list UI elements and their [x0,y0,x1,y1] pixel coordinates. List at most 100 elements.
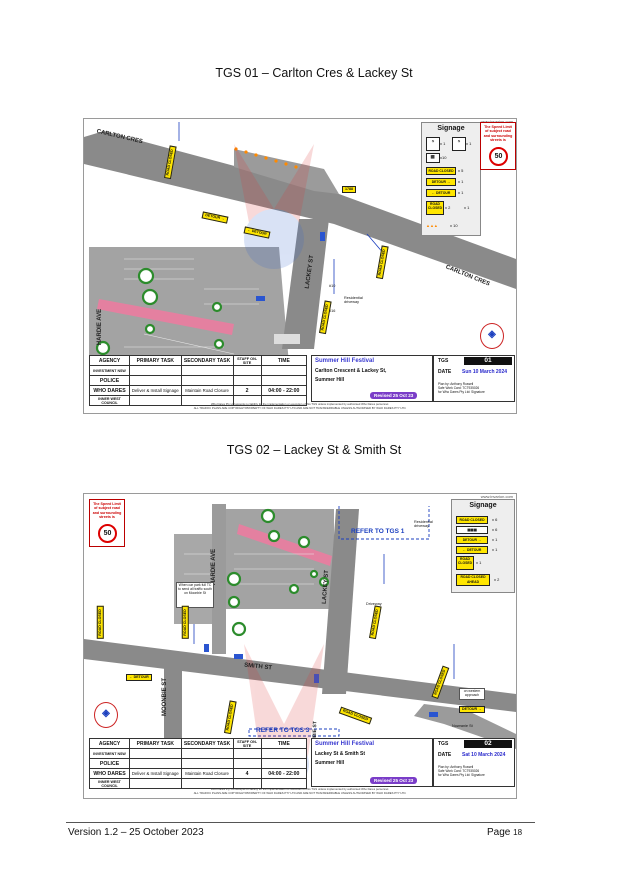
tgs1-speed-text: The Speed Limit of subject road and surr… [483,125,513,142]
footer-divider [66,822,535,823]
tgs2-r2c0: WHO DARES [88,768,131,779]
tgs1-source: www.invarion.com [481,119,513,124]
tgs2-planner-1: Safe Work Card: TCT935026 [438,769,480,773]
tgs1-planner-0: Plan by: Anthony Russell [438,382,474,386]
tgs2-r0c4 [260,748,308,759]
tgs1-r0c1 [129,365,182,376]
tgs2-legend-title: Signage [469,502,497,509]
table-row: INVESTMENT NSW [88,365,308,376]
tgs2-r1c4 [260,758,308,769]
tgs2-blue-arrows [193,554,455,679]
tgs2-r2c2: Maintain Road Closure [180,768,234,779]
cone-icon: ▲▲▲ [426,223,438,228]
tgs2-tgs-number: 02 [464,740,512,748]
no-left-turn-icon: ⦸ [452,137,466,151]
tgs2-legend-qty-1: x 6 [492,527,498,532]
tgs1-vehicles [256,232,325,301]
tgs2-moonbie-road [164,654,182,739]
table-row: POLICE [88,375,308,386]
table-row: POLICE [88,758,308,769]
tgs2-r2c3: 4 [232,768,262,779]
tgs1-th-4: TIME [260,355,308,366]
tgs1-legend-sign-2: ← DETOUR [426,189,456,197]
tgs2-r3c4 [260,778,308,789]
tgs2-note-carpark: When car park full TC to send all traffi… [176,582,214,608]
tgs1-speed-limit: The Speed Limit of subject road and surr… [480,122,516,170]
tgs1-planner-2: for Who Dares Pty Ltd: Signature [438,390,485,394]
tgs2-r3c1 [129,778,182,789]
tgs2-disclaimer-1: ALL TRAFFIC PLANS ARE COPYRIGHT/PROPERTY… [193,790,407,795]
tgs1-house10: #10 [329,284,336,288]
tgs1-legend-extra-4: x 10 [450,223,458,228]
tgs1-cones [234,147,298,169]
tgs2-table: AGENCY PRIMARY TASK SECONDARY TASK STAFF… [88,738,308,789]
tgs1-legend-extra-1: x 1 [466,141,472,146]
tgs1-r0c3 [232,365,262,376]
tgs1-legend-title: Signage [437,125,465,132]
tgs2-r1c1 [129,758,182,769]
who-dares-logo-icon: ◈ [94,702,118,728]
tgs1-legend-qty-2: x 1 [458,190,464,195]
footer-page-number: 18 [513,828,523,837]
table-row: INNER WEST COUNCIL [88,395,308,406]
tgs1-legend-qty-3: x 2 [445,205,451,210]
tgs1-revised: Revised 25 Oct 23 [370,392,418,399]
tgs2-r1c2 [180,758,234,769]
tgs2-info: Summer Hill Festival Lackey St & Smith S… [311,738,433,787]
tgs1-disclaimer: Who Dares Pty Ltd accepts no liability f… [84,402,516,410]
tgs1-legend-sign-3: ROAD CLOSED [426,201,444,215]
footer-page-label: Page [487,827,511,838]
tgs1-driveway: Residential driveway [344,296,363,304]
tgs2-legend-sign-4: ROAD CLOSED [456,556,474,570]
tgs2-note-driveway2: Driveway [366,602,382,606]
tgs2-refer-tgs1: REFER TO TGS 1 [351,528,405,535]
tgs1-plan: www.invarion.com CARLTON CRES CARLTON CR… [83,118,517,414]
tgs1-legend-extra-3: x 1 [464,205,470,210]
tgs1-th-0: AGENCY [88,355,131,366]
tgs2-sign-road-closed-2: ROAD CLOSED [181,606,189,639]
tgs2-r1c0: POLICE [88,758,131,769]
tgs2-date-value: Sat 10 March 2024 [462,752,506,758]
tgs2-th-3: STAFF ON-SITE [232,738,262,749]
tgs1-legend-sign-0: ROAD CLOSED [426,167,456,175]
tgs1-disclaimer-1: ALL TRAFFIC PLANS ARE COPYRIGHT/PROPERTY… [193,405,407,410]
tgs2-legend-sign-0: ROAD CLOSED [456,516,488,524]
tgs1-watermark [234,144,314,269]
tgs1-date-value: Sun 10 March 2024 [462,369,508,375]
traffic-signal-icon: ⬛ [426,153,440,163]
barrier-board-icon: ▦▦▦ [456,526,488,534]
tgs2-r0c1 [129,748,182,759]
tgs2-date-label: DATE [438,752,452,758]
tgs2-parking-lines [184,553,314,585]
tgs2-refer-boundary [248,506,430,737]
tgs2-legend-qty-0: x 6 [492,517,498,522]
tgs1-map [84,122,516,364]
tgs2-trees [226,508,330,637]
table-row: INVESTMENT NSW [88,748,308,759]
tgs1-r0c2 [180,365,234,376]
tgs1-r2c4: 04:00 - 22:00 [260,385,308,396]
tgs1-legend: Signage ⦸ x 1 ⦸ x 1 ⬛ x10 ROAD CLOSED x … [421,122,481,236]
tgs1-carlton-road [84,131,516,289]
tgs2-source: www.invarion.com [480,494,513,499]
tgs2-plan: www.invarion.com The Speed Limit of subj… [83,493,517,799]
tgs2-r0c3 [232,748,262,759]
tgs2-note-nowrane: Nowranie St [452,724,473,728]
tgs2-suburb: Summer Hill [315,760,345,766]
tgs2-speed-limit: The Speed Limit of subject road and surr… [89,499,125,547]
tgs1-legend-sign-1: DETOUR → [426,178,456,186]
tgs2-disclaimer: Who Dares Pty Ltd accepts no liability f… [84,787,516,795]
tgs2-r0c0: INVESTMENT NSW [88,748,131,759]
tgs1-location: Carlton Crescent & Lackey St, [315,368,387,374]
tgs2-tgs-label: TGS [438,741,449,747]
tgs1-lackey-road [282,219,329,349]
tgs2-smith-road [84,639,516,712]
tgs2-tgsbox: TGS 02 DATE Sat 10 March 2024 Plan by: A… [433,738,515,787]
tgs2-refer-tgs3: REFER TO TGS 3 [256,727,310,734]
tgs1-r1c4 [260,375,308,386]
tgs1-carlton-branch [234,149,339,194]
tgs2-legend-qty-5: x 2 [494,577,500,582]
tgs1-r1c0: POLICE [88,375,131,386]
tgs1-road-hardie: HARDIE AVE [97,308,104,346]
tgs2-lackey-road [322,509,359,694]
